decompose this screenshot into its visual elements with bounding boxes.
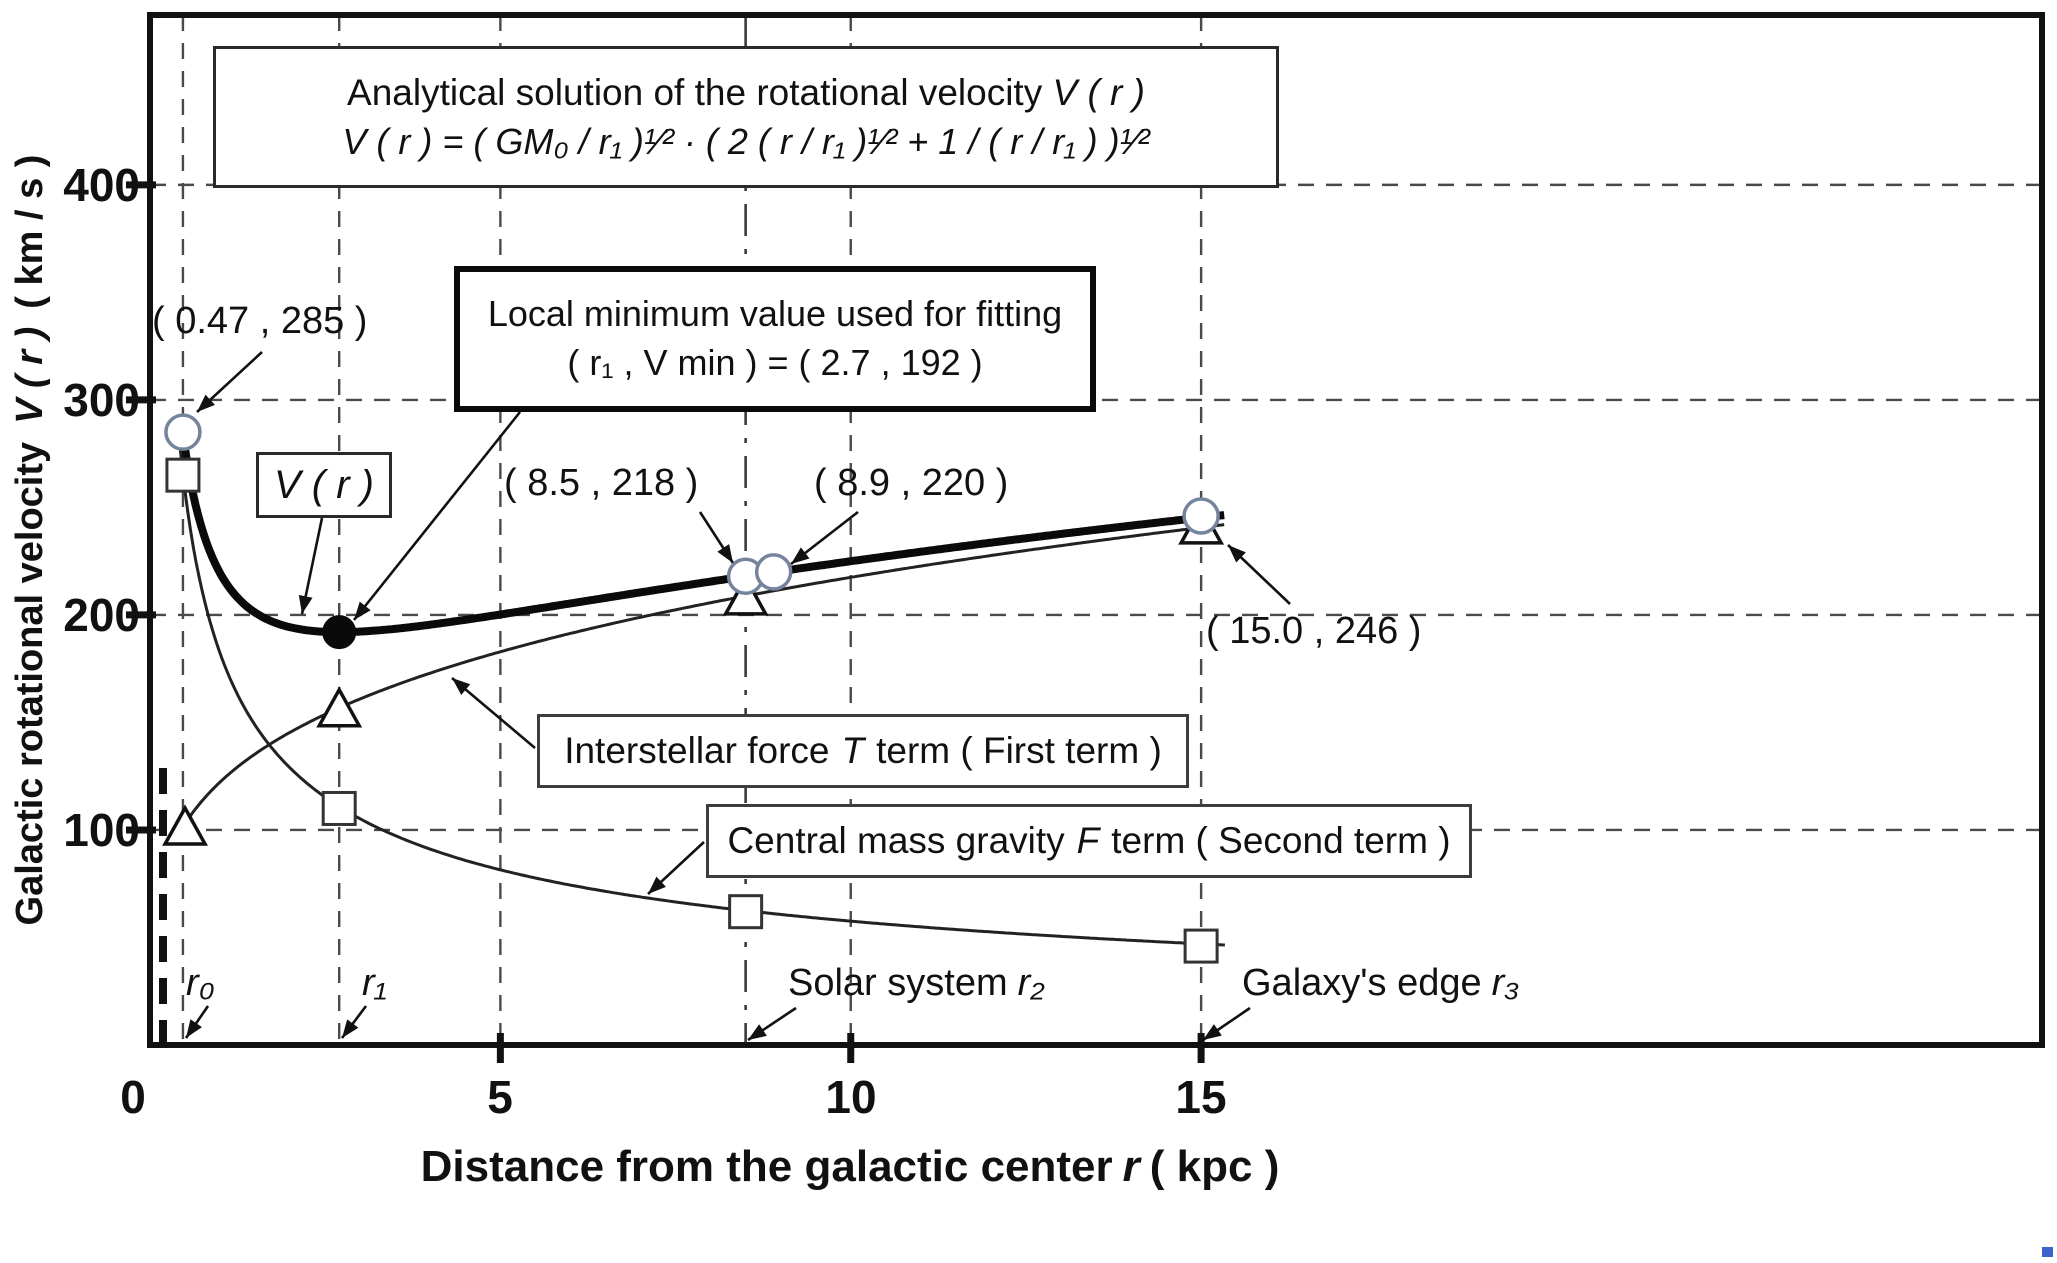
y-tick-label-200: 200 (63, 589, 140, 641)
annotation-arrowhead (1203, 1024, 1222, 1040)
marker-local-minimum (322, 615, 357, 650)
y-tick-label-300: 300 (63, 374, 140, 426)
t-term-label-post: term ( First term ) (876, 730, 1162, 772)
annotation-arrowhead (186, 1019, 202, 1038)
point-label-15-246: ( 15.0 , 246 ) (1206, 610, 1422, 652)
annotation-arrow (451, 677, 536, 749)
annotation-arrowhead (197, 394, 215, 412)
f-term-label-box: Central mass gravity F term ( Second ter… (706, 804, 1472, 878)
marker-square (321, 790, 357, 826)
landmark-r2: r₂ (1017, 962, 1045, 1004)
x-tick-label-15: 15 (1175, 1071, 1227, 1123)
landmark-r3: r₃ (1491, 962, 1520, 1004)
annotation-arrowhead (354, 601, 371, 620)
x-tick-label-0: 0 (120, 1071, 146, 1123)
annotation-arrowhead (791, 547, 810, 564)
local-minimum-box: Local minimum value used for fitting ( r… (454, 266, 1096, 412)
curve-t-term (180, 523, 1225, 831)
plot-border (147, 12, 2045, 1048)
landmark-galaxy-edge-text: Galaxy's edge (1242, 962, 1482, 1004)
vr-curve-label-box: V ( r ) (256, 452, 392, 518)
vr-curve-label: V ( r ) (274, 463, 374, 507)
x-axis-title-pre: Distance from the galactic center (420, 1142, 1113, 1191)
annotation-arrowhead (748, 1024, 767, 1040)
x-tick-label-10: 10 (825, 1071, 877, 1123)
marker-triangle (316, 686, 363, 728)
annotation-arrowhead (717, 544, 733, 563)
marker-square (728, 894, 764, 930)
point-label-8-9-220: ( 8.9 , 220 ) (814, 462, 1009, 504)
rotational-velocity-formula: V ( r ) = ( GM₀ / r₁ )¹⁄² · ( 2 ( r / r₁… (342, 120, 1150, 162)
marker-triangle (162, 804, 209, 846)
annotation-arrowhead (298, 594, 313, 614)
annotation-arrowhead (1228, 545, 1246, 563)
marker-triangle (722, 574, 769, 616)
annotation-arrowhead (648, 876, 666, 894)
x-tick-label-5: 5 (487, 1071, 513, 1123)
marker-square (165, 457, 201, 493)
marker-circle (164, 413, 202, 451)
marker-square (1183, 928, 1219, 964)
analytical-solution-title-text: Analytical solution of the rotational ve… (347, 71, 1043, 113)
marker-circle (1182, 497, 1220, 535)
analytical-solution-title: Analytical solution of the rotational ve… (347, 68, 1145, 118)
local-minimum-line2: ( r₁ , V min ) = ( 2.7 , 192 ) (567, 342, 983, 383)
t-term-label-var: T (841, 730, 865, 772)
y-tick-label-400: 400 (63, 159, 140, 211)
t-term-label-box: Interstellar force T term ( First term ) (537, 714, 1189, 788)
local-minimum-line1: Local minimum value used for fitting (487, 293, 1063, 335)
analytical-solution-box: Analytical solution of the rotational ve… (213, 46, 1279, 188)
scan-artifact-blue-dot (2042, 1247, 2053, 1257)
point-label-8-5-218: ( 8.5 , 218 ) (504, 462, 699, 504)
x-axis-title-var: r (1122, 1142, 1140, 1191)
landmark-r0: r₀ (186, 962, 215, 1004)
annotation-arrow (352, 411, 522, 621)
analytical-solution-title-var: V ( r ) (1052, 71, 1145, 113)
marker-circle (754, 553, 793, 591)
landmark-solar-system-text: Solar system (788, 962, 1008, 1004)
annotation-arrowhead (342, 1019, 359, 1038)
point-label-0-47-285: ( 0.47 , 285 ) (152, 300, 368, 342)
x-axis-title-post: ( kpc ) (1149, 1142, 1280, 1191)
f-term-label-var: F (1076, 820, 1100, 862)
y-tick-label-100: 100 (63, 804, 140, 856)
t-term-label-pre: Interstellar force (564, 730, 830, 772)
f-term-label-post: term ( Second term ) (1111, 820, 1451, 862)
annotation-arrowhead (452, 678, 471, 695)
f-term-label-pre: Central mass gravity (727, 820, 1065, 862)
landmark-r1: r₁ (362, 962, 387, 1004)
